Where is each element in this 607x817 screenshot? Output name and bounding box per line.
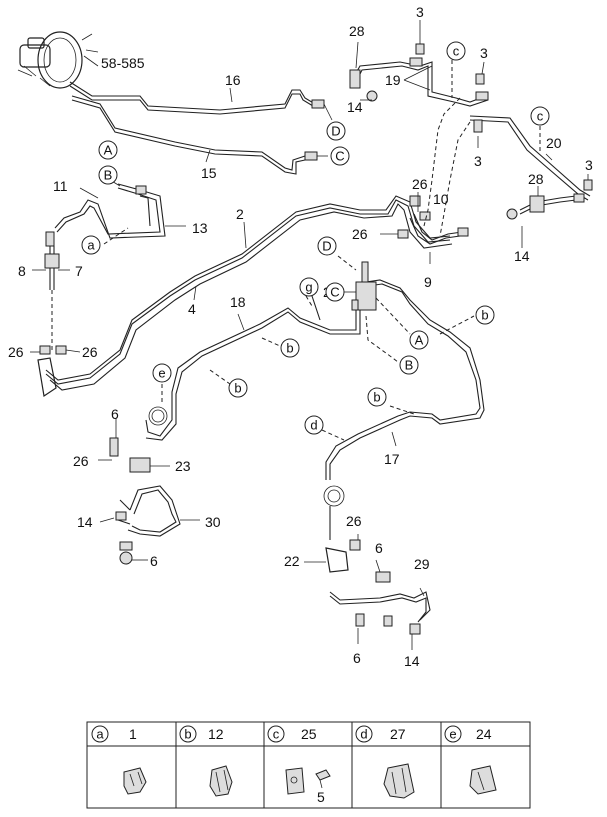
legend-letter-c: c xyxy=(273,727,280,742)
callout-26: 26 xyxy=(82,344,98,360)
rear-left-hose-30 xyxy=(109,437,181,565)
clip-c-drawing: 5 xyxy=(285,767,331,805)
callout-26: 26 xyxy=(346,513,362,529)
callout-3: 3 xyxy=(416,4,424,20)
callout-4: 4 xyxy=(188,301,196,317)
legend-part-27: 27 xyxy=(390,726,406,742)
callout-11: 11 xyxy=(53,178,68,194)
letter-b: b xyxy=(286,341,293,356)
callout-19: 19 xyxy=(385,72,401,88)
callout-6: 6 xyxy=(353,650,361,666)
callout-9: 9 xyxy=(424,274,432,290)
callout-15: 15 xyxy=(201,165,217,181)
letter-B: B xyxy=(405,358,414,373)
callout-6: 6 xyxy=(111,406,119,422)
legend-letter-b: b xyxy=(184,727,191,742)
callout-17: 17 xyxy=(384,451,400,467)
legend-part-25: 25 xyxy=(301,726,317,742)
letter-d: d xyxy=(310,418,317,433)
legend-letter-d: d xyxy=(360,727,367,742)
clip-a-drawing xyxy=(123,767,147,795)
clip-d-drawing xyxy=(383,763,415,799)
callout-26: 26 xyxy=(8,344,24,360)
callout-14: 14 xyxy=(404,653,420,669)
callout-29: 29 xyxy=(414,556,430,572)
front-right-hose-10 xyxy=(397,195,469,245)
letter-b: b xyxy=(373,390,380,405)
legend-part-12: 12 xyxy=(208,726,224,742)
callout-6: 6 xyxy=(150,553,158,569)
circled-letters: A B a D C D C g A B b b b b e d c c xyxy=(81,41,550,435)
rear-hose-28-19 xyxy=(349,43,489,107)
letter-c: c xyxy=(453,44,460,59)
legend-part-5: 5 xyxy=(317,789,325,805)
callout-7: 7 xyxy=(75,263,83,279)
legend-table: a 1 b 12 c 25 d 27 e 24 5 xyxy=(86,721,531,809)
letter-g: g xyxy=(305,280,312,295)
clip-26 xyxy=(55,345,67,355)
callout-14: 14 xyxy=(347,99,363,115)
callout-28: 28 xyxy=(528,171,544,187)
callout-8: 8 xyxy=(18,263,26,279)
letter-D: D xyxy=(331,124,340,139)
callout-26: 26 xyxy=(352,226,368,242)
clip-e-drawing xyxy=(469,765,497,795)
letter-A: A xyxy=(415,333,424,348)
callout-3: 3 xyxy=(585,157,593,173)
legend-letter-a: a xyxy=(96,727,104,742)
callout-14: 14 xyxy=(514,248,530,264)
legend-part-24: 24 xyxy=(476,726,492,742)
letter-B: B xyxy=(104,168,113,183)
letter-C: C xyxy=(335,149,344,164)
brake-pipe-15 xyxy=(71,95,318,175)
brake-pipe-20 xyxy=(469,115,593,201)
callout-23: 23 xyxy=(175,458,191,474)
callout-30: 30 xyxy=(205,514,221,530)
leader-arrows xyxy=(103,60,541,441)
callout-6: 6 xyxy=(375,540,383,556)
letter-b: b xyxy=(481,308,488,323)
letter-a: a xyxy=(87,238,95,253)
brake-pipe-2-4 xyxy=(37,195,453,398)
callout-2: 2 xyxy=(236,206,244,222)
rear-right-hose-29 xyxy=(325,539,431,635)
callout-13: 13 xyxy=(192,220,208,236)
legend-part-1: 1 xyxy=(129,726,137,742)
rear-hose-28b xyxy=(506,193,585,220)
callout-14: 14 xyxy=(77,514,93,530)
clip-26 xyxy=(39,345,51,355)
callout-22: 22 xyxy=(284,553,300,569)
front-left-hose xyxy=(32,231,70,350)
callout-3: 3 xyxy=(480,45,488,61)
legend-letter-e: e xyxy=(449,727,456,742)
letter-A: A xyxy=(104,143,113,158)
brake-pipe-16 xyxy=(69,81,325,115)
proportioning-valve-21 xyxy=(351,261,377,311)
master-cylinder xyxy=(17,31,99,89)
letter-C: C xyxy=(330,285,339,300)
callout-18: 18 xyxy=(230,294,246,310)
letter-e: e xyxy=(158,366,165,381)
brake-pipe-17 xyxy=(323,279,485,540)
clip-b-drawing xyxy=(209,765,233,797)
callouts: 58-585 16 15 11 13 8 7 26 26 2 4 18 6 26… xyxy=(8,4,593,669)
callout-26: 26 xyxy=(412,176,428,192)
letter-D: D xyxy=(322,239,331,254)
callout-10: 10 xyxy=(433,191,449,207)
callout-3: 3 xyxy=(474,153,482,169)
callout-58-585: 58-585 xyxy=(101,55,145,71)
callout-16: 16 xyxy=(225,72,241,88)
letter-b: b xyxy=(234,381,241,396)
brake-pipe-11-13 xyxy=(54,183,166,239)
callout-26: 26 xyxy=(73,453,89,469)
callout-28: 28 xyxy=(349,23,365,39)
letter-c: c xyxy=(537,109,544,124)
callout-20: 20 xyxy=(546,135,562,151)
brake-pipe-18 xyxy=(145,289,361,441)
